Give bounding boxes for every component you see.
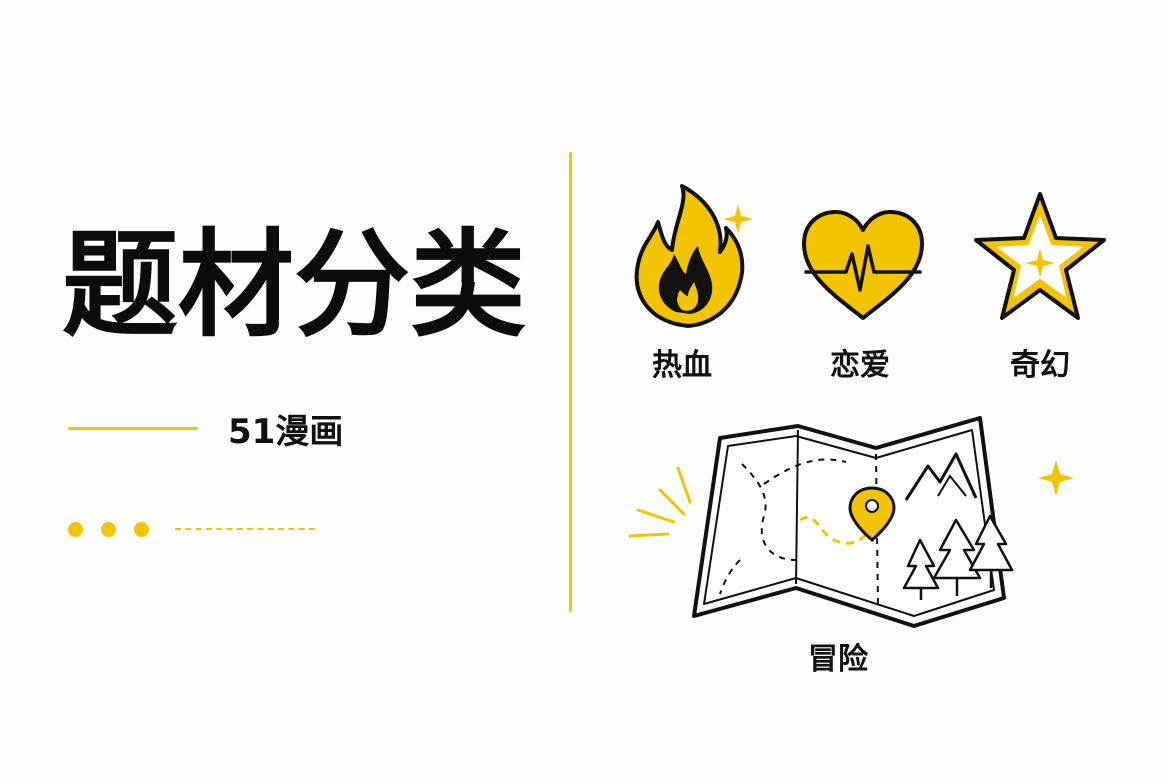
- decorative-dot: [134, 521, 149, 537]
- decorative-dashed-line: [175, 528, 315, 530]
- category-hot-blooded: [628, 184, 768, 334]
- subtitle-row: 51漫画: [68, 406, 344, 452]
- category-label-romance: 恋爱: [830, 348, 890, 383]
- decorative-dot: [101, 521, 116, 537]
- category-adventure: [620, 410, 1080, 640]
- star-icon: [974, 192, 1106, 320]
- category-label-fantasy: 奇幻: [1010, 348, 1070, 383]
- decorative-dot: [68, 521, 83, 537]
- category-romance: [798, 206, 928, 326]
- decorative-dots-row: [68, 518, 315, 540]
- flame-icon: [634, 184, 753, 328]
- vertical-divider: [569, 152, 572, 612]
- heartbeat-heart-icon: [802, 210, 924, 320]
- subtitle-brand: 51漫画: [228, 411, 344, 452]
- category-label-adventure: 冒险: [808, 642, 868, 677]
- subtitle-accent-line: [68, 426, 198, 430]
- category-fantasy: [972, 190, 1108, 326]
- page-title: 题材分类: [62, 218, 526, 353]
- treasure-map-icon: [628, 416, 1074, 628]
- category-label-hot-blooded: 热血: [652, 348, 712, 383]
